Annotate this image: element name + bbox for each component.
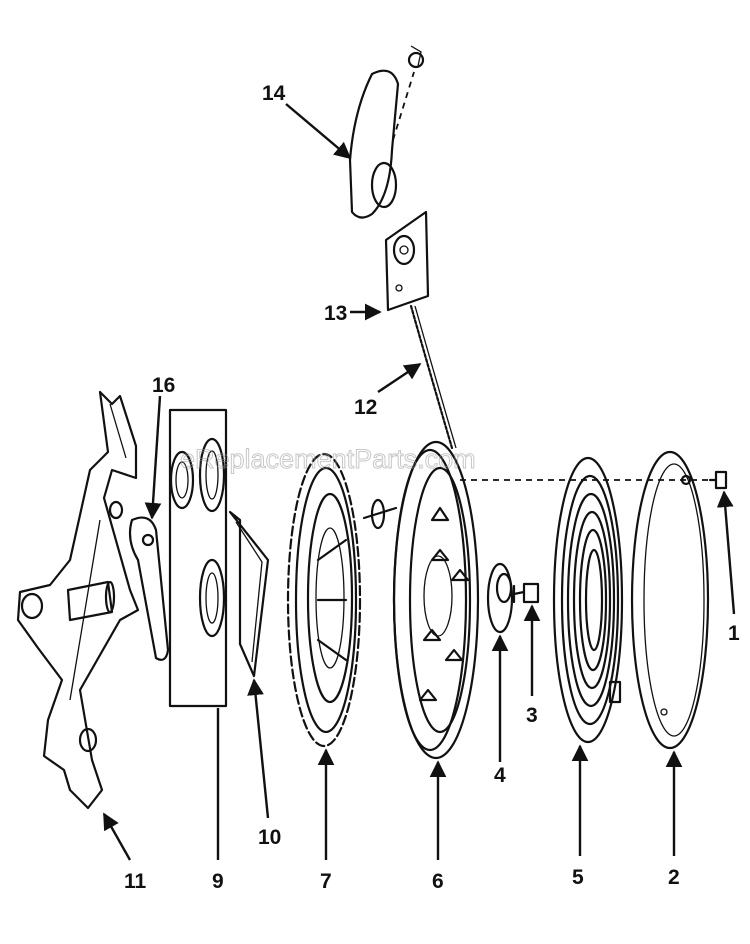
part-5-recoil-spring bbox=[552, 456, 624, 744]
callout-labels: 14 13 12 16 11 9 10 7 6 4 3 5 2 1 bbox=[124, 82, 740, 893]
callout-1: 1 bbox=[728, 622, 740, 645]
callout-11: 11 bbox=[124, 870, 147, 893]
part-7-ratchet-gear bbox=[286, 452, 362, 748]
callout-9: 9 bbox=[212, 870, 224, 893]
callout-12: 12 bbox=[354, 396, 377, 419]
callout-3: 3 bbox=[526, 704, 538, 727]
part-11-mounting-bracket bbox=[16, 390, 140, 810]
callout-2: 2 bbox=[668, 866, 680, 889]
callout-13: 13 bbox=[324, 302, 347, 325]
part-13-rope-guide bbox=[384, 210, 430, 312]
part-3-screw bbox=[512, 582, 540, 604]
leader-lines bbox=[102, 103, 736, 861]
callout-14: 14 bbox=[262, 82, 286, 105]
part-9-gasket-plate bbox=[168, 408, 228, 708]
part-6-rope-pulley bbox=[362, 440, 716, 760]
callout-6: 6 bbox=[432, 870, 444, 893]
part-16-pawl bbox=[128, 516, 170, 661]
part-2-cover-plate bbox=[630, 450, 710, 750]
callout-5: 5 bbox=[572, 866, 584, 889]
watermark: eReplacementParts.com bbox=[180, 444, 476, 474]
part-4-bushing bbox=[486, 562, 514, 634]
part-10-retaining-spring bbox=[228, 510, 270, 678]
part-14-starter-handle bbox=[348, 45, 425, 219]
callout-16: 16 bbox=[152, 374, 175, 397]
callout-10: 10 bbox=[258, 826, 281, 849]
callout-7: 7 bbox=[320, 870, 332, 893]
part-1-screw bbox=[708, 470, 728, 490]
part-12-starter-rope bbox=[409, 304, 457, 450]
callout-4: 4 bbox=[494, 764, 506, 787]
